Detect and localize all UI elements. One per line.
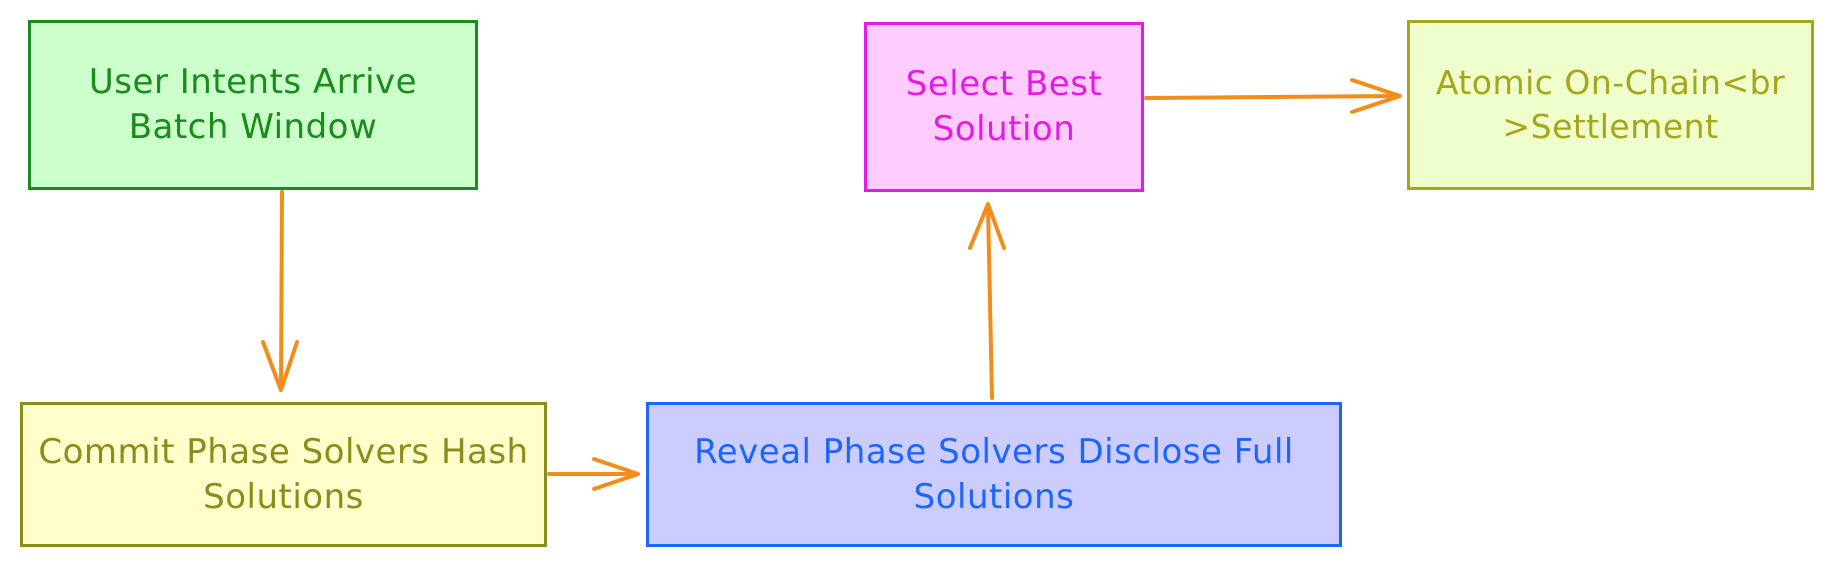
node-label: Reveal Phase Solvers Disclose Full Solut… — [694, 431, 1294, 517]
edge-select-to-settle — [1144, 78, 1402, 114]
node-atomic-settlement: Atomic On-Chain<br>Settlement — [1407, 20, 1814, 190]
node-select-best: Select Best Solution — [864, 22, 1144, 192]
node-label: Atomic On-Chain<br>Settlement — [1435, 63, 1786, 146]
node-label: Select Best Solution — [905, 64, 1103, 149]
node-commit-phase: Commit Phase Solvers Hash Solutions — [20, 402, 547, 547]
node-label: Commit Phase Solvers Hash Solutions — [38, 431, 529, 517]
node-user-intents: User Intents Arrive Batch Window — [28, 20, 478, 190]
edge-intents-to-commit — [261, 190, 299, 392]
edge-commit-to-reveal — [547, 457, 640, 491]
edge-reveal-to-select — [968, 202, 1006, 400]
node-reveal-phase: Reveal Phase Solvers Disclose Full Solut… — [646, 402, 1342, 547]
node-label: User Intents Arrive Batch Window — [88, 62, 418, 147]
